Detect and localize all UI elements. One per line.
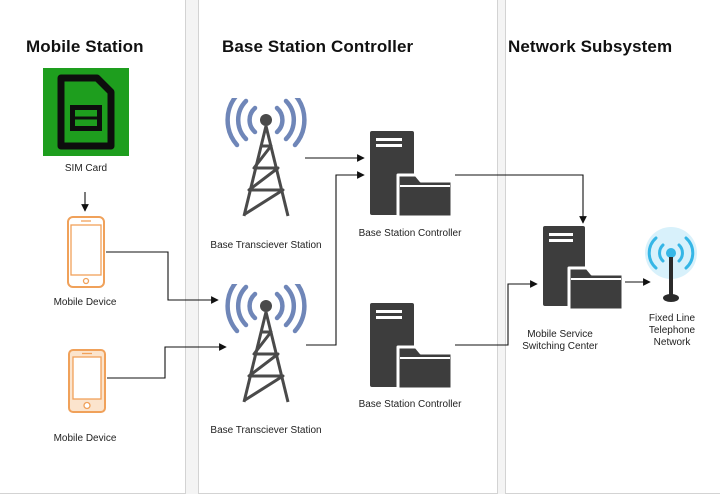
fixed-line-label-line: Fixed Line — [648, 313, 696, 324]
base-transceiver-station-label: Base Transciever Station — [210, 240, 322, 251]
bts2-to-bsc1-connector — [306, 171, 365, 346]
device2-to-bts2-connector — [107, 343, 227, 379]
mobile-device-label: Mobile Device — [53, 297, 117, 308]
server-icon — [370, 303, 454, 391]
radio-tower-icon — [225, 98, 307, 217]
fixed-line-label-line: Telephone — [648, 325, 696, 336]
folder-icon — [567, 266, 625, 312]
base-station-controller-label: Base Station Controller — [358, 228, 462, 239]
msc-label-line: Switching Center — [522, 341, 598, 352]
network-subsystem-title: Network Subsystem — [508, 37, 673, 56]
folder-icon — [396, 173, 454, 219]
server-icon — [370, 131, 454, 219]
mobile-service-switching-center-label: Mobile Service Switching Center — [505, 329, 615, 353]
bsc1-to-msc-connector — [455, 174, 587, 224]
base-station-controller-panel — [198, 0, 498, 494]
bsc2-to-msc-connector — [455, 280, 538, 346]
device1-to-bts2-connector — [106, 251, 219, 304]
sim-card-label: SIM Card — [64, 163, 108, 174]
base-transceiver-station-label: Base Transciever Station — [210, 425, 322, 436]
msc-label-line: Mobile Service — [527, 329, 593, 340]
mobile-phone-icon — [68, 349, 106, 413]
radio-tower-icon — [225, 284, 307, 403]
sim-card-icon — [43, 68, 129, 156]
wifi-antenna-icon — [645, 227, 697, 302]
folder-icon — [396, 345, 454, 391]
fixed-line-telephone-network-label: Fixed Line Telephone Network — [626, 313, 718, 349]
mobile-phone-icon — [67, 216, 105, 288]
base-station-controller-label: Base Station Controller — [358, 399, 462, 410]
mobile-device-label: Mobile Device — [53, 433, 117, 444]
fixed-line-label-line: Network — [653, 337, 691, 348]
server-icon — [543, 226, 625, 312]
base-station-controller-title: Base Station Controller — [222, 37, 414, 56]
mobile-station-title: Mobile Station — [26, 37, 144, 56]
